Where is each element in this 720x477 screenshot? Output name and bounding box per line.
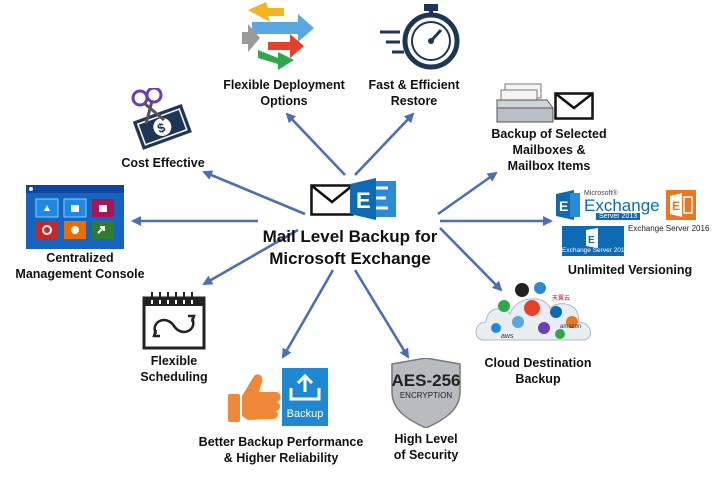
server-2013-label: Server 2013 — [596, 213, 641, 220]
scissors-money-icon: $ — [131, 88, 192, 150]
feature-selected: Backup of Selected Mailboxes & Mailbox I… — [474, 126, 624, 174]
svg-text:E: E — [588, 235, 595, 246]
amazon-text: amazon — [560, 324, 581, 330]
console-line2: Management Console — [15, 267, 145, 281]
management-console-icon — [26, 185, 124, 249]
scheduling-line1: Flexible — [150, 354, 198, 368]
exchange-2019-logo: E — [562, 226, 624, 256]
feature-performance: Better Backup Performance & Higher Relia… — [186, 434, 376, 466]
feature-cloud: Cloud Destination Backup — [468, 355, 608, 387]
mailbox-tray-icon — [496, 83, 554, 123]
feature-security: High Level of Security — [376, 431, 476, 463]
cloud-providers-icon: aws amazon 天翼云 — [475, 282, 592, 341]
restore-line2: Restore — [390, 94, 438, 108]
calendar-schedule-icon — [142, 292, 206, 350]
performance-line1: Better Backup Performance — [198, 435, 364, 449]
restore-line1: Fast & Efficient — [368, 78, 460, 92]
center-title: Mail Level Backup for Microsoft Exchange — [250, 226, 450, 270]
selected-line2: Mailboxes & — [512, 143, 586, 157]
exchange-2013-logo: E — [556, 190, 580, 220]
ms-microsoft-label: Microsoft® — [584, 190, 618, 197]
mail-envelope-icon — [554, 92, 594, 120]
console-line1: Centralized — [46, 251, 114, 265]
encryption-text: ENCRYPTION — [400, 391, 453, 400]
tianyi-text: 天翼云 — [552, 295, 570, 302]
center-hub: E — [250, 176, 450, 266]
cost-line1: Cost Effective — [121, 156, 205, 170]
versioning-line1: Unlimited Versioning — [567, 263, 693, 277]
performance-line2: & Higher Reliability — [223, 451, 339, 465]
deployment-arrows-icon — [242, 2, 314, 70]
feature-versioning: Unlimited Versioning — [560, 262, 700, 278]
cloud-line2: Backup — [515, 372, 561, 386]
scheduling-line2: Scheduling — [140, 370, 208, 384]
aes-shield-icon: AES-256 ENCRYPTION — [391, 358, 461, 428]
feature-console: Centralized Management Console — [0, 250, 160, 282]
feature-deployment: Flexible Deployment Options — [205, 77, 363, 109]
server-2016-label: Exchange Server 2016 — [628, 224, 710, 233]
ms-exchange-label: Exchange — [584, 196, 660, 215]
svg-text:E: E — [559, 198, 568, 214]
feature-cost: Cost Effective — [108, 155, 218, 171]
selected-line3: Mailbox Items — [507, 159, 591, 173]
cloud-line1: Cloud Destination — [484, 356, 592, 370]
svg-text:E: E — [356, 188, 371, 213]
backup-tile: Backup — [282, 368, 328, 426]
security-line1: High Level — [394, 432, 458, 446]
envelope-icon — [310, 184, 354, 216]
selected-line1: Backup of Selected — [491, 127, 607, 141]
deployment-line1: Flexible Deployment — [223, 78, 345, 92]
upload-icon — [289, 373, 321, 401]
thumbs-up-icon — [228, 374, 281, 422]
feature-scheduling: Flexible Scheduling — [124, 353, 224, 385]
backup-tile-label: Backup — [286, 408, 324, 420]
aes-text: AES-256 — [392, 371, 461, 390]
svg-text:E: E — [672, 199, 680, 213]
security-line2: of Security — [393, 448, 459, 462]
server-2019-label: Exchange Server 2019 — [562, 247, 629, 254]
aws-text: aws — [501, 333, 514, 340]
stopwatch-icon — [380, 4, 460, 70]
center-title-line2: Microsoft Exchange — [269, 249, 431, 268]
deployment-line2: Options — [260, 94, 308, 108]
feature-restore: Fast & Efficient Restore — [348, 77, 480, 109]
exchange-logo-icon: E — [350, 178, 396, 220]
exchange-2016-logo: E — [666, 190, 696, 220]
center-title-line1: Mail Level Backup for — [262, 227, 438, 246]
